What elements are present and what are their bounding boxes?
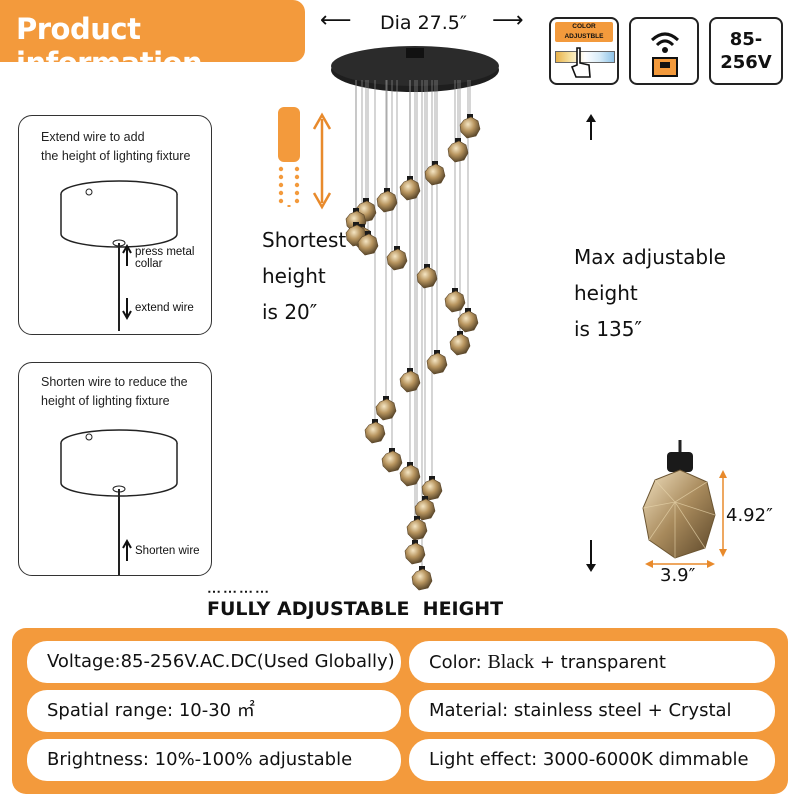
diameter-text: Dia 27.5″ <box>380 12 467 34</box>
spec-voltage: Voltage:85-256V.AC.DC(Used Globally) <box>27 641 401 683</box>
shade-width-label: 3.9″ <box>660 565 696 586</box>
crystal-pendant <box>375 396 397 421</box>
voltage-badge-line1: 85- <box>729 29 763 50</box>
press-collar-label-2: collar <box>135 258 163 270</box>
crystal-pendant <box>381 448 403 473</box>
crystal-pendant <box>411 566 433 591</box>
crystal-pendant <box>406 516 428 541</box>
crystal-pendant <box>421 476 443 501</box>
shorten-wire-panel: Shorten wire to reduce the height of lig… <box>18 362 212 576</box>
spec-brightness: Brightness: 10%-100% adjustable <box>27 739 401 781</box>
spec-material: Material: stainless steel + Crystal <box>409 690 775 732</box>
press-collar-label-1: press metal <box>135 246 195 258</box>
spec-light-effect: Light effect: 3000-6000K dimmable <box>409 739 775 781</box>
shortest-height-line3: is 20″ <box>262 300 318 324</box>
crystal-pendant <box>386 246 408 271</box>
crystal-pendant <box>399 368 421 393</box>
max-height-line3: is 135″ <box>574 317 642 341</box>
page-title: Product information <box>16 12 203 80</box>
max-height-line1: Max adjustable <box>574 245 726 269</box>
crystal-pendant <box>449 331 471 356</box>
max-height-line2: height <box>574 281 638 305</box>
color-adjustable-icon: COLOR ADJUSTBLE <box>549 17 619 85</box>
shorten-caption-1: Shorten wire to reduce the <box>41 375 188 389</box>
color-adjustable-label-2: ADJUSTBLE <box>564 33 604 40</box>
extend-caption-2: the height of lighting fixture <box>41 149 191 163</box>
arrow-right-icon: ⟶ <box>492 8 524 33</box>
color-adjustable-label-1: COLOR <box>572 23 596 30</box>
crystal-pendant <box>376 188 398 213</box>
extend-caption-1: Extend wire to add <box>41 130 145 144</box>
voltage-badge: 85- 256V <box>709 17 783 85</box>
diameter-label: ⟵ Dia 27.5″ ⟶ <box>320 8 524 38</box>
chandelier-illustration <box>331 46 499 591</box>
canopy-diagram <box>60 429 178 575</box>
shortest-height-label: Shortest height is 20″ <box>262 222 346 330</box>
spec-color: Color: Black + transparent <box>409 641 775 683</box>
crystal-pendant <box>457 308 479 333</box>
extend-wire-panel: Extend wire to add the height of lightin… <box>18 115 212 335</box>
height-indicator-icon <box>278 107 332 210</box>
crystal-pendant <box>424 161 446 186</box>
arrow-up-icon <box>586 114 596 140</box>
canopy-diagram <box>60 180 178 331</box>
crystal-pendant <box>459 114 481 139</box>
max-height-label: Max adjustable height is 135″ <box>574 239 726 347</box>
crystal-pendant <box>404 540 426 565</box>
spec-color-prefix: Color: <box>429 652 488 673</box>
crystal-pendant <box>426 350 448 375</box>
crystal-pendant <box>357 231 379 256</box>
crystal-pendant <box>414 496 436 521</box>
arrow-left-icon: ⟵ <box>320 8 352 33</box>
spec-spatial-range: Spatial range: 10-30 ㎡ <box>27 690 401 732</box>
shortest-height-line2: height <box>262 264 326 288</box>
crystal-pendant <box>444 288 466 313</box>
arrow-down-icon <box>586 540 596 572</box>
spec-color-black: Black <box>487 651 535 673</box>
specs-panel: Voltage:85-256V.AC.DC(Used Globally) Col… <box>12 628 788 794</box>
voltage-badge-line2: 256V <box>720 52 772 73</box>
shorten-wire-label: Shorten wire <box>135 545 200 557</box>
hand-pointer-icon <box>570 47 591 78</box>
crystal-pendant <box>399 176 421 201</box>
remote-wifi-icon <box>629 17 699 85</box>
pendant-detail <box>642 440 727 568</box>
title-banner: Product information <box>0 0 305 80</box>
crystal-pendant <box>416 264 438 289</box>
fully-adjustable-heading: FULLY ADJUSTABLE HEIGHT <box>207 598 504 620</box>
dotted-decoration: ⋯⋯⋯⋯ <box>207 583 271 599</box>
crystal-pendant <box>447 138 469 163</box>
extend-wire-label: extend wire <box>135 302 194 314</box>
spec-color-suffix: + transparent <box>534 652 666 673</box>
crystal-pendant <box>364 419 386 444</box>
shorten-caption-2: height of lighting fixture <box>41 394 170 408</box>
shade-height-label: 4.92″ <box>726 505 773 526</box>
crystal-pendant <box>399 462 421 487</box>
shortest-height-line1: Shortest <box>262 228 347 252</box>
